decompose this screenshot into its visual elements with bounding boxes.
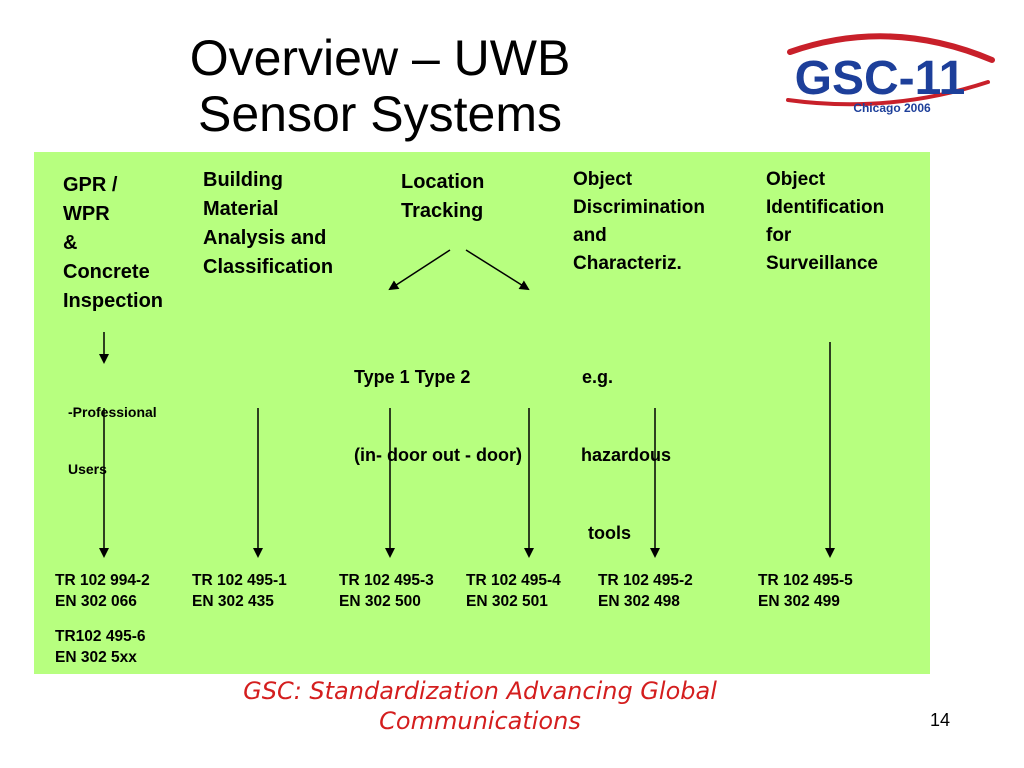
- header-line: Building: [203, 169, 283, 191]
- standard-tr: TR 102 495-3: [339, 572, 434, 589]
- standard-tr: TR 102 495-5: [758, 572, 853, 589]
- professional-users-line-1: -Professional: [68, 404, 157, 420]
- column-header-building-material: Building Material Analysis and Classific…: [203, 166, 333, 282]
- header-line: &: [63, 232, 78, 254]
- footer-line-2: Communications: [379, 707, 581, 735]
- example-note-line-3: tools: [588, 523, 631, 543]
- standard-en: EN 302 501: [466, 593, 548, 610]
- standard-tr: TR 102 994-2: [55, 572, 150, 589]
- gsc-logo: GSC-11 Chicago 2006: [770, 22, 1000, 122]
- header-line: Tracking: [401, 200, 484, 222]
- standard-en: EN 302 499: [758, 593, 840, 610]
- professional-users-line-2: Users: [68, 461, 107, 477]
- slide-footer: GSC: Standardization Advancing Global Co…: [150, 676, 810, 736]
- page-number: 14: [930, 710, 951, 730]
- header-line: for: [766, 225, 792, 246]
- standard-en: EN 302 498: [598, 593, 680, 610]
- header-line: Surveillance: [766, 253, 878, 274]
- location-types-line-2: (in- door out - door): [354, 445, 522, 465]
- column-header-object-discrimination: Object Discrimination and Characteriz.: [573, 166, 705, 278]
- arrow-location-to-type2: [465, 249, 530, 291]
- example-note-line-1: e.g.: [582, 367, 614, 387]
- standard-building: TR 102 495-1 EN 302 435: [192, 570, 287, 612]
- header-line: Material: [203, 198, 279, 220]
- standard-identification: TR 102 495-5 EN 302 499: [758, 570, 853, 612]
- standard-tr: TR 102 495-2: [598, 572, 693, 589]
- standard-en: EN 302 5xx: [55, 649, 137, 666]
- location-types: Type 1 Type 2 (in- door out - door): [354, 312, 522, 494]
- example-note-line-2: hazardous: [581, 445, 672, 465]
- standard-discrimination: TR 102 495-2 EN 302 498: [598, 570, 693, 612]
- header-line: Object: [766, 169, 826, 190]
- header-line: GPR /: [63, 174, 118, 196]
- standard-tr: TR 102 495-1: [192, 572, 287, 589]
- header-line: Identification: [766, 197, 885, 218]
- header-line: Location: [401, 171, 485, 193]
- column-header-gpr: GPR / WPR & Concrete Inspection: [63, 171, 163, 316]
- header-line: Object: [573, 169, 633, 190]
- standard-gpr-extra: TR102 495-6 EN 302 5xx: [55, 626, 145, 668]
- header-line: WPR: [63, 203, 110, 225]
- standard-type2: TR 102 495-4 EN 302 501: [466, 570, 561, 612]
- standard-tr: TR 102 495-4: [466, 572, 561, 589]
- column-header-location-tracking: Location Tracking: [401, 168, 484, 226]
- header-line: Analysis and: [203, 227, 327, 249]
- example-note: e.g. hazardous tools: [581, 312, 671, 572]
- gsc-logo-graphic: GSC-11 Chicago 2006: [786, 33, 995, 115]
- standard-en: EN 302 435: [192, 593, 274, 610]
- header-line: and: [573, 225, 607, 246]
- slide-title-line-1: Overview – UWB: [189, 30, 571, 86]
- header-line: Discrimination: [573, 197, 705, 218]
- location-types-line-1: Type 1 Type 2: [354, 367, 471, 387]
- header-line: Concrete: [63, 261, 150, 283]
- standard-tr: TR102 495-6: [55, 628, 146, 645]
- standard-gpr: TR 102 994-2 EN 302 066: [55, 570, 150, 612]
- logo-text: GSC-11: [795, 52, 966, 105]
- standard-en: EN 302 500: [339, 593, 421, 610]
- slide-title-line-2: Sensor Systems: [197, 86, 562, 142]
- professional-users-note: -Professional Users: [68, 365, 157, 498]
- footer-line-1: GSC: Standardization Advancing Global: [243, 677, 717, 705]
- column-header-object-identification: Object Identification for Surveillance: [766, 166, 884, 278]
- standard-en: EN 302 066: [55, 593, 137, 610]
- arrow-location-to-type1: [388, 249, 451, 291]
- logo-subtext: Chicago 2006: [853, 101, 931, 115]
- header-line: Classification: [203, 256, 334, 278]
- standard-type1: TR 102 495-3 EN 302 500: [339, 570, 434, 612]
- slide-title: Overview – UWB Sensor Systems: [120, 30, 640, 142]
- header-line: Characteriz.: [573, 253, 682, 274]
- content-panel: [34, 152, 930, 674]
- header-line: Inspection: [63, 290, 164, 312]
